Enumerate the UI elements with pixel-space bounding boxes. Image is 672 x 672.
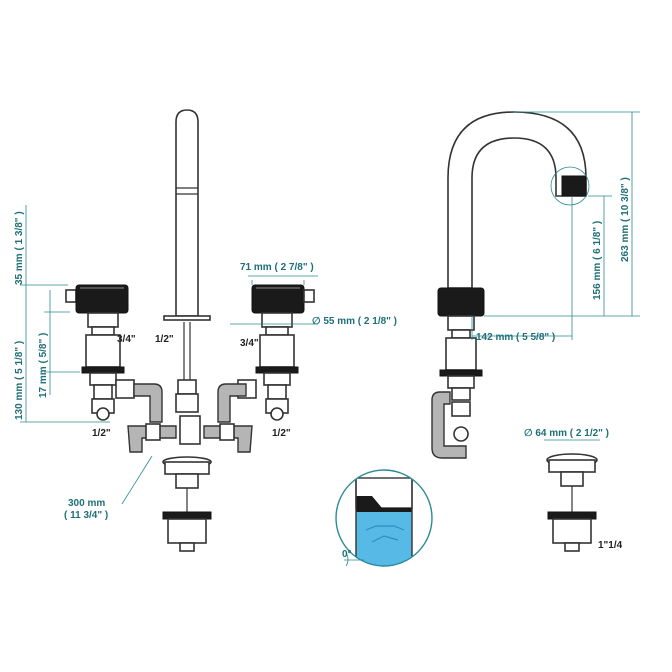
center-spout — [163, 109, 211, 413]
dimension-130mm: 130 mm ( 5 1/8" ) — [14, 341, 25, 420]
dimension-55mm: ∅ 55 mm ( 2 1/8" ) — [312, 316, 397, 327]
left-dimension-lines — [20, 205, 110, 423]
dimension-17mm: 17 mm ( 5/8" ) — [38, 333, 49, 398]
side-view-dimension-lines — [471, 111, 640, 340]
dimension-300mm-b: ( 11 3/4" ) — [64, 510, 108, 521]
dimension-156mm: 156 mm ( 6 1/8" ) — [592, 221, 603, 300]
detail-magnifier — [335, 469, 433, 567]
right-valve-dimension-lines — [230, 275, 318, 325]
side-view-spout — [431, 111, 590, 459]
dimension-71mm: 71 mm ( 2 7/8" ) — [240, 262, 314, 273]
angle-label-0: 0° — [342, 549, 352, 560]
right-drain — [544, 439, 600, 552]
thread-label-left-12: 1/2" — [92, 428, 111, 439]
thread-label-left-34: 3/4" — [117, 334, 136, 345]
thread-label-1-14: 1"1/4 — [598, 540, 623, 551]
left-drain — [162, 456, 212, 552]
connecting-hoses — [127, 383, 253, 453]
dimension-35mm: 35 mm ( 1 3/8" ) — [14, 211, 25, 285]
left-valve — [65, 284, 135, 421]
dimension-300mm-leader — [121, 455, 153, 505]
thread-label-right-34: 3/4" — [240, 338, 259, 349]
right-valve — [237, 284, 315, 421]
dimension-64mm: ∅ 64 mm ( 2 1/2" ) — [524, 428, 609, 439]
thread-label-right-12: 1/2" — [272, 428, 291, 439]
dimension-263mm: 263 mm ( 10 3/8" ) — [620, 177, 631, 262]
dimension-300mm-a: 300 mm — [68, 498, 105, 509]
thread-label-center: 1/2" — [155, 334, 174, 345]
dimension-142mm: 142 mm ( 5 5/8" ) — [476, 332, 555, 343]
